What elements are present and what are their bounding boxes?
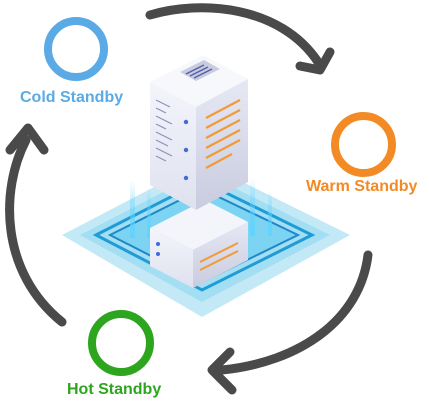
light-beams	[130, 178, 272, 238]
cold-standby-ring-icon	[44, 17, 108, 81]
warm-standby-ring-icon	[331, 112, 396, 177]
arrow-warm-to-hot	[207, 250, 373, 395]
warm-standby-label: Warm Standby	[306, 178, 418, 195]
arrow-hot-to-cold	[5, 123, 67, 327]
cold-standby-label: Cold Standby	[20, 89, 124, 106]
server-box-lower	[150, 200, 248, 288]
hot-standby-label: Hot Standby	[67, 381, 162, 398]
hot-standby-ring-icon	[88, 310, 154, 376]
server-tower	[150, 55, 248, 210]
cycle-arrows	[5, 3, 373, 395]
arrow-cold-to-warm	[145, 3, 335, 75]
